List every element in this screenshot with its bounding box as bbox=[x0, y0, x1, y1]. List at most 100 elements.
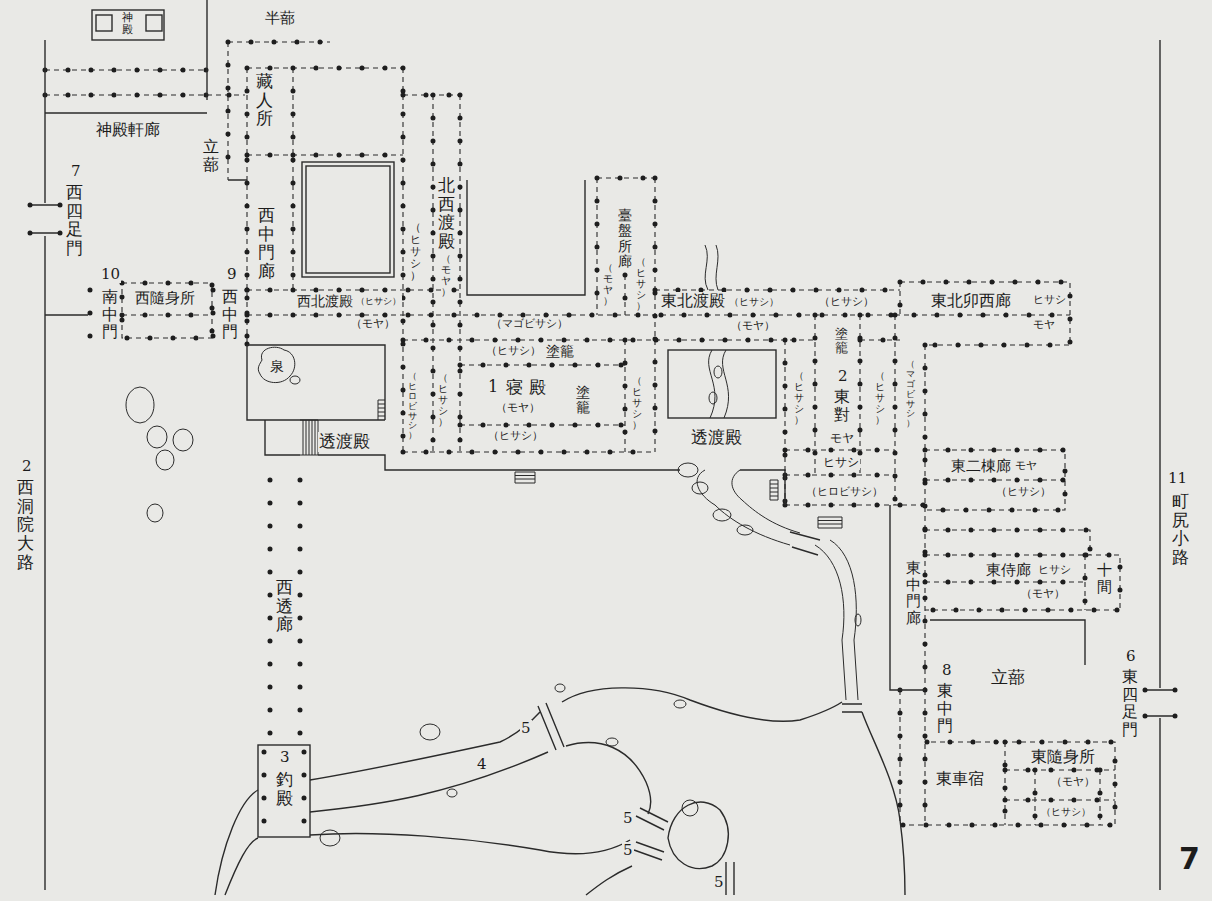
building: 神殿 bbox=[122, 12, 133, 36]
plan-label-holder: 7 bbox=[70, 163, 82, 180]
plan-label-holder: 7 bbox=[1178, 842, 1201, 877]
building-name: 東北渡殿 bbox=[660, 292, 726, 310]
plan-label-holder: （モヤ） bbox=[1050, 776, 1096, 789]
building-name: 東車宿 bbox=[935, 770, 985, 788]
plan-label-holder: ヒサシ bbox=[1037, 564, 1072, 577]
plan-label: 東四足門 bbox=[1122, 668, 1138, 738]
building-name: 東對 bbox=[834, 388, 850, 423]
building: 東北渡殿 bbox=[660, 292, 726, 310]
plan-label-holder: 2 bbox=[837, 368, 849, 385]
plan-label: （ヒサシ） bbox=[818, 296, 875, 309]
plan-label-holder: （モヤ） bbox=[1020, 588, 1066, 601]
plan-label-holder: （ヒサシ） bbox=[818, 296, 875, 309]
plan-label-holder: 5 bbox=[713, 874, 725, 891]
plan-label: （マゴビサシ） bbox=[906, 360, 915, 429]
callout-number: 11 bbox=[1167, 470, 1188, 487]
plan-label: （ヒロビサシ） bbox=[408, 372, 417, 441]
plan-label-holder: 東中門 bbox=[937, 682, 953, 735]
plan-label: （ヒサシ） bbox=[875, 370, 885, 425]
plan-label: 西四足門 bbox=[66, 183, 83, 258]
plan-label-holder: 立蔀 bbox=[203, 138, 219, 173]
plan-label-holder: （ヒサシ） bbox=[875, 370, 885, 425]
plan-label: ヒサシ bbox=[1037, 564, 1072, 577]
plan-label-holder: 3 bbox=[279, 749, 291, 766]
building: 東對 bbox=[834, 388, 850, 423]
plan-label: （ヒサシ） bbox=[794, 370, 804, 425]
plan-label-holder: （ヒサシ） bbox=[485, 345, 542, 358]
plan-label: （マゴビサシ） bbox=[490, 318, 569, 331]
building: 西北渡殿 bbox=[296, 293, 354, 309]
building-name: 臺盤所廊 bbox=[618, 208, 632, 270]
building: 東侍廊 bbox=[985, 562, 1032, 579]
plan-label-holder: 6 bbox=[1125, 648, 1137, 665]
plan-label: 町尻小路 bbox=[1172, 492, 1189, 567]
plan-label-holder: （ヒサシ） bbox=[355, 296, 402, 306]
plan-label: （モヤ） bbox=[441, 253, 451, 297]
callout-number: 5 bbox=[622, 842, 634, 859]
callout-number: 5 bbox=[622, 810, 634, 827]
plan-label-holder: 半蔀 bbox=[264, 10, 296, 27]
plan-label-holder: モヤ bbox=[1014, 460, 1038, 473]
plan-label-holder: （ヒロビサシ） bbox=[408, 372, 417, 441]
plan-label: （ヒサシ） bbox=[355, 296, 402, 306]
building-name: 透渡殿 bbox=[690, 428, 743, 448]
plan-label-holder: （モヤ） bbox=[730, 320, 776, 333]
plan-label: （ヒサシ） bbox=[487, 430, 544, 443]
plan-label: （ヒサシ） bbox=[636, 256, 646, 311]
building-name: 藏人所 bbox=[256, 72, 273, 128]
plan-label-holder: 10 bbox=[100, 266, 121, 283]
callout-number: 2 bbox=[837, 368, 849, 385]
building-name: 東隨身所 bbox=[1030, 748, 1096, 766]
callout-number: 7 bbox=[1178, 842, 1201, 877]
plan-label-holder: 4 bbox=[476, 756, 488, 773]
plan-label: （モヤ） bbox=[1020, 588, 1066, 601]
plan-label-holder: 東四足門 bbox=[1122, 668, 1138, 738]
plan-label: モヤ bbox=[1032, 319, 1056, 332]
building-name: 東北卯西廊 bbox=[930, 292, 1012, 310]
plan-label: （モヤ） bbox=[730, 320, 776, 333]
plan-label-holder: （ヒロビサシ） bbox=[805, 486, 884, 499]
plan-label: 立蔀 bbox=[203, 138, 219, 173]
callout-number: 1 bbox=[487, 378, 499, 396]
plan-label-holder: 西四足門 bbox=[66, 183, 83, 258]
plan-label: 塗籠 bbox=[545, 343, 575, 359]
plan-label: （ヒサシ） bbox=[410, 222, 421, 282]
plan-label: 神殿軒廊 bbox=[95, 121, 161, 139]
callout-number: 5 bbox=[520, 720, 532, 737]
building: 東車宿 bbox=[935, 770, 985, 788]
plan-label-holder: 5 bbox=[520, 720, 532, 737]
building: 十間 bbox=[1097, 562, 1112, 595]
plan-label: ヒサシ bbox=[1032, 294, 1067, 307]
building: 東中門廊 bbox=[906, 560, 921, 626]
plan-label-holder: 5 bbox=[622, 810, 634, 827]
building-name: 神殿 bbox=[122, 12, 133, 36]
plan-label-holder: 町尻小路 bbox=[1172, 492, 1189, 567]
plan-label-holder: 8 bbox=[941, 662, 953, 679]
callout-number: 3 bbox=[279, 749, 291, 766]
plan-label: （ヒサシ） bbox=[485, 345, 542, 358]
plan-label: 南中門 bbox=[102, 288, 118, 341]
plan-label-holder: （ヒサシ） bbox=[487, 430, 544, 443]
plan-label: ヒサシ bbox=[822, 456, 860, 470]
plan-label-holder: 神殿軒廊 bbox=[95, 121, 161, 139]
building-name: 西北渡殿 bbox=[296, 293, 354, 309]
plan-label: 塗籠 bbox=[576, 385, 590, 416]
building-name: 北西渡殿 bbox=[438, 176, 455, 251]
building: 北西渡殿 bbox=[438, 176, 455, 251]
plan-label: 塗籠 bbox=[835, 327, 848, 356]
plan-label-holder: モヤ bbox=[829, 432, 855, 446]
plan-label-holder: （ヒサシ） bbox=[1040, 806, 1092, 818]
callout-number: 10 bbox=[100, 266, 121, 283]
building-name: 釣殿 bbox=[276, 770, 293, 807]
building: 西隨身所 bbox=[134, 290, 196, 307]
plan-label-holder: 2 bbox=[21, 458, 33, 475]
plan-label-holder: （モヤ） bbox=[603, 262, 613, 306]
plan-label: （モヤ） bbox=[495, 402, 541, 415]
plan-label: モヤ bbox=[829, 432, 855, 446]
callout-number: 9 bbox=[226, 266, 238, 283]
plan-label-holder: （モヤ） bbox=[495, 402, 541, 415]
plan-label-holder: 塗籠 bbox=[576, 385, 590, 416]
plan-label-holder: ヒサシ bbox=[822, 456, 860, 470]
plan-label-holder: （モヤ） bbox=[350, 318, 396, 331]
plan-label: 東中門 bbox=[937, 682, 953, 735]
